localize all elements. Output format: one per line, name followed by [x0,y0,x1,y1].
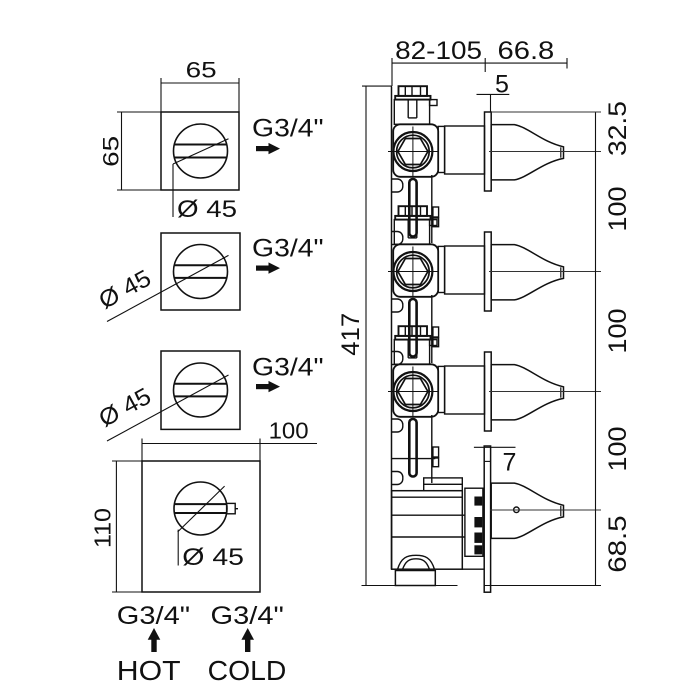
svg-text:Ø 45: Ø 45 [94,265,155,315]
svg-text:G3/4": G3/4" [252,234,324,262]
svg-text:G3/4": G3/4" [117,602,190,630]
svg-text:7: 7 [503,449,517,477]
svg-text:G3/4": G3/4" [252,354,324,382]
svg-text:HOT: HOT [117,655,181,686]
svg-text:68.5: 68.5 [604,515,632,573]
svg-text:65: 65 [186,57,217,82]
svg-text:G3/4": G3/4" [211,602,284,630]
svg-text:100: 100 [269,418,309,444]
svg-text:100: 100 [604,187,632,232]
svg-text:G3/4": G3/4" [252,114,324,142]
svg-text:32.5: 32.5 [604,101,632,156]
svg-text:417: 417 [337,313,365,356]
svg-text:Ø 45: Ø 45 [94,383,155,433]
svg-text:COLD: COLD [208,655,287,686]
svg-text:65: 65 [99,136,124,167]
svg-text:Ø 45: Ø 45 [182,544,244,571]
svg-text:Ø 45: Ø 45 [177,196,237,223]
svg-text:66.8: 66.8 [498,37,555,65]
svg-text:82-105: 82-105 [395,37,482,65]
svg-text:100: 100 [604,309,632,354]
svg-text:100: 100 [604,427,632,472]
svg-text:5: 5 [495,71,509,99]
svg-text:110: 110 [90,508,116,548]
